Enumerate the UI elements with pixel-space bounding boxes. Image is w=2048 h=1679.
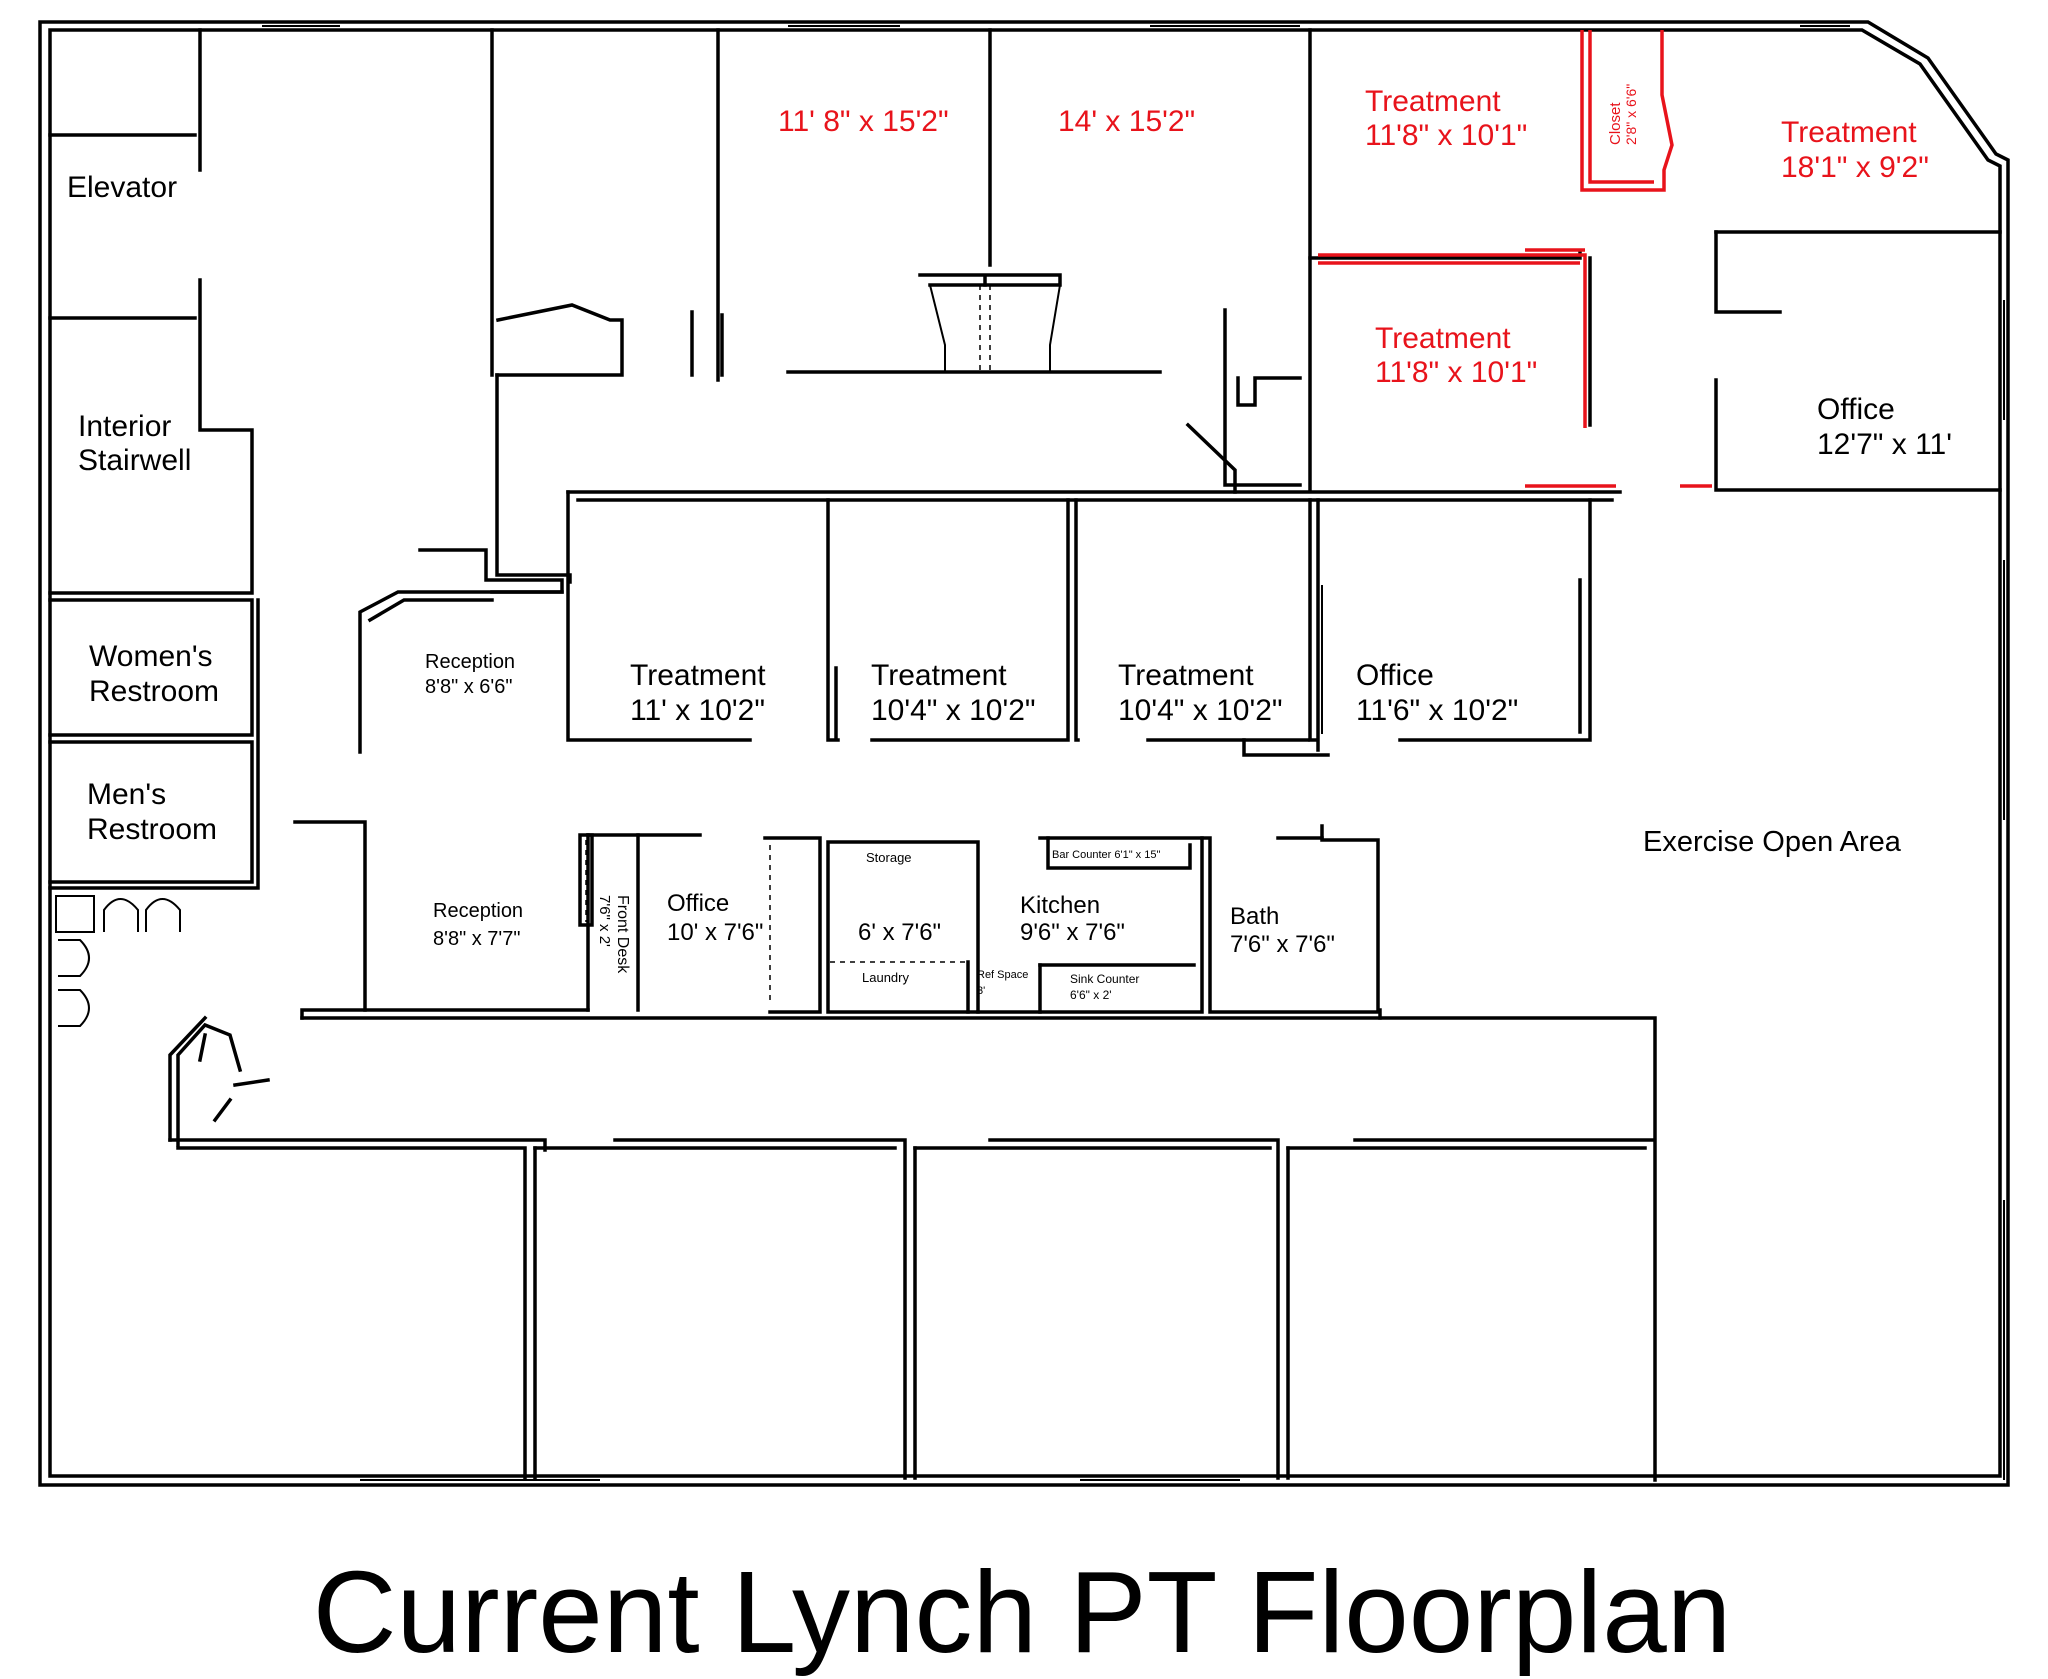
label-front-desk-name: Front Desk	[614, 895, 631, 974]
label-office-row-name: Office	[1356, 659, 1434, 692]
lower-row-walls	[168, 1015, 1654, 1480]
label-stairwell-line1: Interior	[78, 410, 171, 443]
label-office-right-size: 12'7" x 11'	[1817, 428, 1952, 461]
page-title: Current Lynch PT Floorplan	[313, 1547, 1731, 1677]
label-sink-counter-name: Sink Counter	[1070, 972, 1139, 986]
label-sink-counter-size: 6'6" x 2'	[1070, 988, 1112, 1002]
lower-service-walls	[293, 820, 1657, 1482]
label-treatment-mid-size: 11'8" x 10'1"	[1375, 356, 1537, 389]
label-treatment-row3-size: 10'4" x 10'2"	[1118, 694, 1283, 727]
label-closet-size: 2'8" x 6'6"	[1623, 84, 1639, 145]
label-kitchen-size: 9'6" x 7'6"	[1020, 919, 1125, 946]
label-storage: Storage	[866, 850, 912, 865]
label-womens-line1: Women's	[89, 640, 213, 673]
label-top-room-a: 11' 8" x 15'2"	[778, 105, 949, 138]
label-treatment-row1-size: 11' x 10'2"	[630, 694, 765, 727]
seating-icons	[55, 895, 181, 1027]
label-reception-lower-name: Reception	[433, 900, 523, 922]
center-door-frame	[918, 273, 1062, 372]
label-bath-name: Bath	[1230, 903, 1279, 930]
room-labels: Elevator Interior Stairwell Women's Rest…	[67, 84, 1952, 1002]
label-ref-space-name: Ref Space	[977, 969, 1028, 981]
label-reception-upper-name: Reception	[425, 651, 515, 673]
label-bar-counter: Bar Counter 6'1" x 15"	[1052, 849, 1160, 861]
label-womens-line2: Restroom	[89, 675, 219, 708]
label-ref-space-size: 3'	[977, 985, 985, 997]
label-treatment-row3-name: Treatment	[1118, 659, 1254, 692]
label-office-right-name: Office	[1817, 393, 1895, 426]
label-laundry: Laundry	[862, 970, 909, 985]
label-exercise-open-area: Exercise Open Area	[1643, 826, 1902, 858]
label-treatment-row1-name: Treatment	[630, 659, 766, 692]
label-treatment-top-size: 11'8" x 10'1"	[1365, 119, 1527, 152]
label-elevator: Elevator	[67, 171, 177, 204]
label-front-desk-size: 7'6" x 2'	[596, 895, 613, 947]
label-treatment-corner-size: 18'1" x 9'2"	[1781, 151, 1929, 184]
label-treatment-corner-name: Treatment	[1781, 116, 1917, 149]
label-storage-size: 6' x 7'6"	[858, 919, 941, 946]
red-treatment-walls	[1318, 30, 1712, 488]
label-closet-name: Closet	[1607, 102, 1624, 145]
label-treatment-top-name: Treatment	[1365, 85, 1501, 118]
label-treatment-mid-name: Treatment	[1375, 322, 1511, 355]
label-stairwell-line2: Stairwell	[78, 444, 191, 477]
label-office-small-size: 10' x 7'6"	[667, 919, 763, 946]
label-reception-upper-size: 8'8" x 6'6"	[425, 676, 512, 698]
label-reception-lower-size: 8'8" x 7'7"	[433, 928, 520, 950]
label-mens-line1: Men's	[87, 778, 166, 811]
outer-walls	[38, 20, 2010, 1487]
window-marks	[262, 25, 2005, 1481]
label-treatment-row2-name: Treatment	[871, 659, 1007, 692]
left-core-walls	[48, 28, 260, 890]
label-office-row-size: 11'6" x 10'2"	[1356, 694, 1518, 727]
reception-upper-walls	[358, 548, 564, 754]
label-top-room-b: 14' x 15'2"	[1058, 105, 1195, 138]
label-office-small-name: Office	[667, 890, 729, 917]
label-kitchen-name: Kitchen	[1020, 892, 1100, 919]
middle-row-walls	[566, 490, 1622, 757]
label-treatment-row2-size: 10'4" x 10'2"	[871, 694, 1036, 727]
label-mens-line2: Restroom	[87, 813, 217, 846]
label-bath-size: 7'6" x 7'6"	[1230, 931, 1335, 958]
